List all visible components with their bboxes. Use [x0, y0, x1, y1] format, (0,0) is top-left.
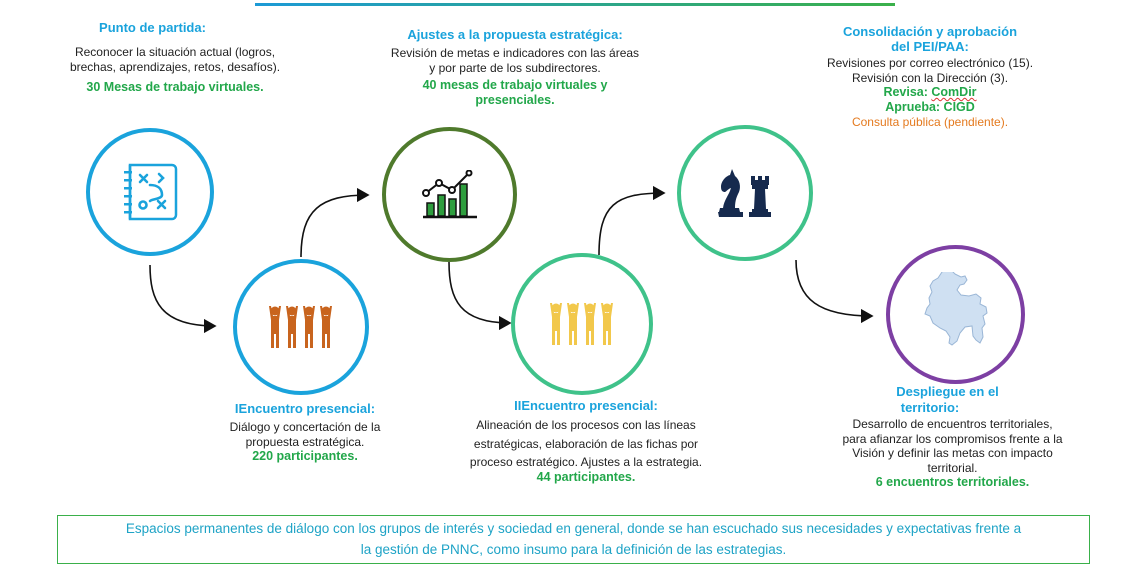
- stage4-line3: proceso estratégico. Ajustes a la estrat…: [469, 455, 703, 469]
- stage2-line2: propuesta estratégica.: [245, 434, 365, 449]
- stage1-textblock: Punto de partida: Reconocer la situación…: [50, 20, 300, 95]
- stage6-circle: [886, 245, 1025, 384]
- stage6-title1: Despliegue en el: [896, 384, 999, 399]
- stage2-textblock: IEncuentro presencial: Diálogo y concert…: [190, 401, 420, 464]
- stage5-aprueba: Aprueba: CIGD: [885, 100, 975, 114]
- stage6-line3: Visión y definir las metas con impacto: [852, 446, 1053, 460]
- stage4-line1: Alineación de los procesos con las línea…: [476, 418, 696, 432]
- stage2-line1: Diálogo y concertación de la: [229, 420, 381, 434]
- stage6-line2: para afianzar los compromisos frente a l…: [842, 431, 1063, 446]
- stage3-highlight1: 40 mesas de trabajo virtuales y: [422, 78, 608, 92]
- footer-line2: la gestión de PNNC, como insumo para la …: [360, 542, 787, 557]
- stage4-line2: estratégicas, elaboración de las fichas …: [473, 436, 699, 451]
- stage5-consulta: Consulta pública (pendiente).: [851, 115, 1009, 129]
- stage3-highlight2: presenciales.: [475, 93, 555, 107]
- stage5-circle: [677, 125, 813, 261]
- stage1-line2: brechas, aprendizajes, retos, desafíos).: [69, 59, 281, 74]
- stage5-title2: del PEI/PAA:: [891, 39, 969, 54]
- stage3-title: Ajustes a la propuesta estratégica:: [407, 27, 623, 42]
- stage2-title: IEncuentro presencial:: [234, 401, 376, 416]
- arrow-4-to-5: [598, 185, 666, 256]
- stage5-title1: Consolidación y aprobación: [842, 24, 1018, 39]
- stage6-title2: territorio:: [900, 400, 960, 415]
- stage5-line1: Revisiones por correo electrónico (15).: [826, 56, 1034, 70]
- stage4-circle: [511, 253, 653, 395]
- growth-chart-icon: [421, 169, 477, 218]
- stage5-line2: Revisión con la Dirección (3).: [851, 70, 1009, 85]
- footer-line1: Espacios permanentes de diálogo con los …: [125, 521, 1022, 536]
- top-accent-line: [255, 3, 895, 6]
- stage5-textblock: Consolidación y aprobación del PEI/PAA: …: [800, 24, 1060, 130]
- stage4-textblock: IIEncuentro presencial: Alineación de lo…: [456, 398, 716, 485]
- arrow-3-to-4: [448, 261, 512, 331]
- stage4-highlight: 44 participantes.: [536, 469, 636, 484]
- stage1-circle: [86, 128, 214, 256]
- stage6-line4: territorial.: [927, 460, 978, 475]
- arrow-5-to-6: [795, 259, 874, 324]
- stage4-title: IIEncuentro presencial:: [514, 398, 658, 413]
- stage3-line1: Revisión de metas e indicadores con las …: [390, 46, 640, 60]
- stage2-highlight: 220 participantes.: [252, 449, 358, 463]
- strategy-plan-icon: [124, 163, 178, 221]
- stage1-title: Punto de partida:: [99, 20, 206, 35]
- stage1-highlight: 30 Mesas de trabajo virtuales.: [86, 80, 264, 94]
- chess-pieces-icon: [718, 169, 771, 217]
- stage3-textblock: Ajustes a la propuesta estratégica: Revi…: [365, 27, 665, 108]
- footer-box: Espacios permanentes de diálogo con los …: [57, 515, 1090, 564]
- stage6-textblock: Despliegue en el territorio: Desarrollo …: [825, 384, 1080, 490]
- stage6-highlight: 6 encuentros territoriales.: [875, 475, 1030, 489]
- colombia-map-icon: [923, 271, 988, 346]
- stage3-line2: y por parte de los subdirectores.: [429, 60, 601, 75]
- stage5-revisa-value: ComDir: [931, 85, 977, 99]
- stage5-revisa-label: Revisa:: [883, 85, 932, 99]
- stage6-line1: Desarrollo de encuentros territoriales,: [852, 417, 1053, 431]
- arrow-2-to-3: [300, 187, 370, 258]
- stage5-revisa: Revisa: ComDir: [800, 85, 1060, 100]
- stage1-line1: Reconocer la situación actual (logros,: [74, 45, 276, 59]
- arrow-1-to-2: [149, 264, 217, 334]
- stage2-circle: [233, 259, 369, 395]
- people-group-icon: [269, 306, 332, 348]
- people-group-icon: [550, 303, 613, 345]
- stage3-circle: [382, 127, 517, 262]
